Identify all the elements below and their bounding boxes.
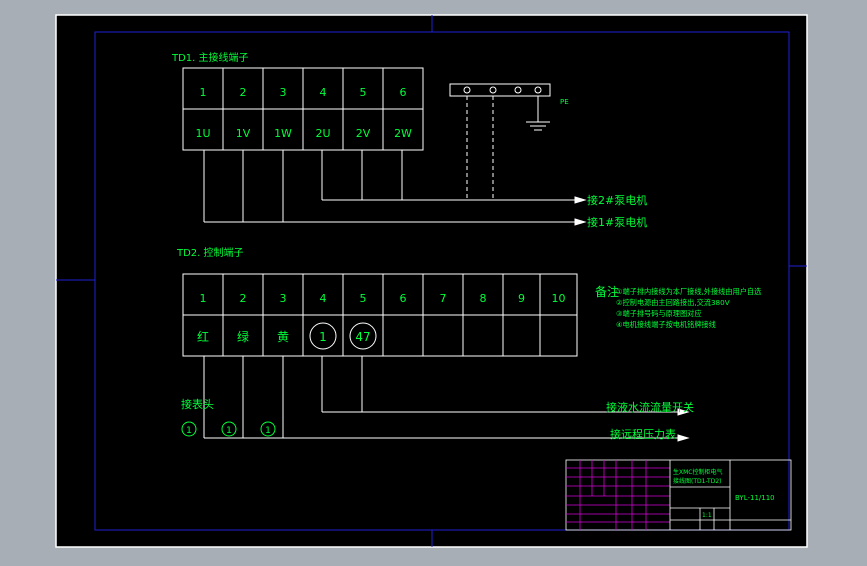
drawing-scale: 1:1: [702, 512, 712, 519]
td2-terminal-label-1: 红: [197, 329, 209, 344]
ground-label: PE: [560, 98, 569, 106]
td2-bottom-row: 红 绿 黄 1 47: [197, 329, 371, 344]
drawing-name-line2: 接线图(TD1-TD2): [673, 477, 722, 485]
td2-terminal-number-9: 9: [518, 292, 525, 305]
td2-terminal-number-8: 8: [480, 292, 487, 305]
td1-terminal-phase-3: 1W: [274, 127, 292, 140]
td1-title: TD1. 主接线端子: [171, 51, 249, 64]
td1-terminal-number-6: 6: [400, 86, 407, 99]
td2-terminal-label-3: 黄: [277, 330, 289, 344]
td2-output-label-1: 接液水流流量开关: [606, 400, 694, 414]
td2-terminal-number-6: 6: [400, 292, 407, 305]
td1-terminal-number-4: 4: [320, 86, 327, 99]
td2-terminal-block: [182, 273, 578, 357]
inner-border: [94, 31, 790, 531]
td1-wiring: [203, 150, 587, 226]
td1-terminal-phase-1: 1U: [195, 127, 210, 140]
td1-output-label-1: 接1#泵电机: [587, 215, 647, 229]
ground-bus: [449, 83, 551, 200]
td2-indicator-2: 1: [226, 426, 232, 436]
td2-terminal-number-2: 2: [240, 292, 247, 305]
td1-bottom-row: 1U 1V 1W 2U 2V 2W: [195, 127, 412, 140]
notes-item-2: ②控制电源由主回路接出,交流380V: [616, 298, 730, 307]
td2-terminal-number-4: 4: [320, 292, 327, 305]
td2-side-label: 接表头: [181, 397, 214, 411]
td1-terminal-number-3: 3: [280, 86, 287, 99]
drawing-number: BYL-11/110: [735, 494, 775, 502]
notes-heading: 备注: [595, 284, 619, 299]
td2-terminal-number-3: 3: [280, 292, 287, 305]
td2-terminal-number-10: 10: [552, 292, 566, 305]
td2-indicator-3: 1: [265, 426, 271, 436]
td1-terminal-phase-2: 1V: [236, 127, 251, 140]
td1-terminal-number-5: 5: [360, 86, 367, 99]
notes-item-4: ④电机接线端子按电机铭牌接线: [616, 320, 716, 329]
td2-wiring: [203, 356, 690, 442]
notes-item-1: ①端子排内接线为本厂接线,外接线由用户自选: [616, 287, 761, 296]
drawing-name-line1: 生XMC控制柜电气: [673, 468, 722, 476]
td1-terminal-block: [182, 67, 424, 151]
drawing-canvas: [56, 15, 807, 547]
td2-title: TD2. 控制端子: [176, 246, 244, 259]
td2-terminal-number-7: 7: [440, 292, 447, 305]
title-block: [565, 459, 792, 531]
td1-output-label-2: 接2#泵电机: [587, 193, 647, 207]
td1-terminal-phase-4: 2U: [315, 127, 330, 140]
notes-item-3: ③端子排号码与原理图对应: [616, 309, 702, 318]
td2-indicator-circle-5: [349, 322, 377, 350]
td1-terminal-phase-6: 2W: [394, 127, 412, 140]
td2-indicator-1: 1: [186, 426, 192, 436]
td2-terminal-label-5: 47: [355, 330, 370, 344]
td1-top-row: 1 2 3 4 5 6: [200, 86, 407, 99]
td1-terminal-phase-5: 2V: [356, 127, 371, 140]
td2-output-label-2: 接远程压力表: [610, 427, 676, 441]
td2-terminal-number-1: 1: [200, 292, 207, 305]
td1-terminal-number-1: 1: [200, 86, 207, 99]
td2-indicators: [181, 421, 276, 437]
td1-terminal-number-2: 2: [240, 86, 247, 99]
td2-top-row: 1 2 3 4 5 6 7 8 9 10: [200, 292, 566, 305]
td2-terminal-label-4: 1: [319, 330, 327, 344]
td2-terminal-number-5: 5: [360, 292, 367, 305]
td2-indicator-circle-4: [309, 322, 337, 350]
td2-terminal-label-2: 绿: [237, 329, 249, 344]
